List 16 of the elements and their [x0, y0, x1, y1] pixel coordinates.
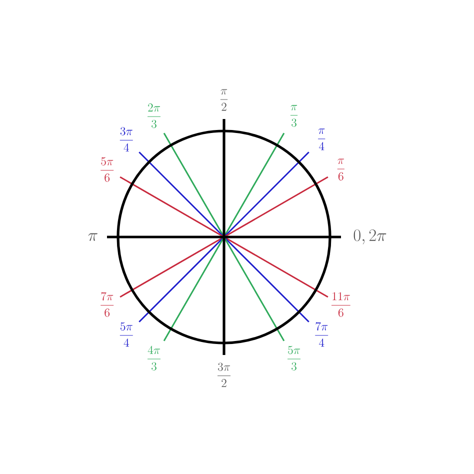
angle-label: $\frac{11\pi}{6}$	[331, 292, 350, 317]
angle-label: $\pi$	[88, 233, 98, 241]
angle-label: $\frac{\pi}{6}$	[337, 158, 344, 180]
angle-label: $\frac{4\pi}{3}$	[148, 346, 160, 370]
angle-label: $\frac{\pi}{3}$	[290, 105, 298, 127]
angle-label: $\frac{5\pi}{4}$	[120, 322, 133, 347]
angle-label: $\frac{\pi}{4}$	[318, 128, 326, 150]
angle-label: $\frac{7\pi}{4}$	[315, 322, 328, 347]
angle-label: $\frac{5\pi}{6}$	[100, 157, 114, 182]
angle-label: $\frac{7\pi}{6}$	[100, 292, 114, 317]
angle-label: $\frac{3\pi}{4}$	[120, 127, 133, 152]
angle-label: $\frac{2\pi}{3}$	[148, 104, 160, 128]
angle-label: $\frac{\pi}{2}$	[220, 89, 228, 111]
angle-label: $\frac{5\pi}{3}$	[288, 346, 300, 370]
angle-label: $0,2\pi$	[354, 229, 386, 244]
angle-label: $\frac{3\pi}{2}$	[218, 362, 230, 388]
